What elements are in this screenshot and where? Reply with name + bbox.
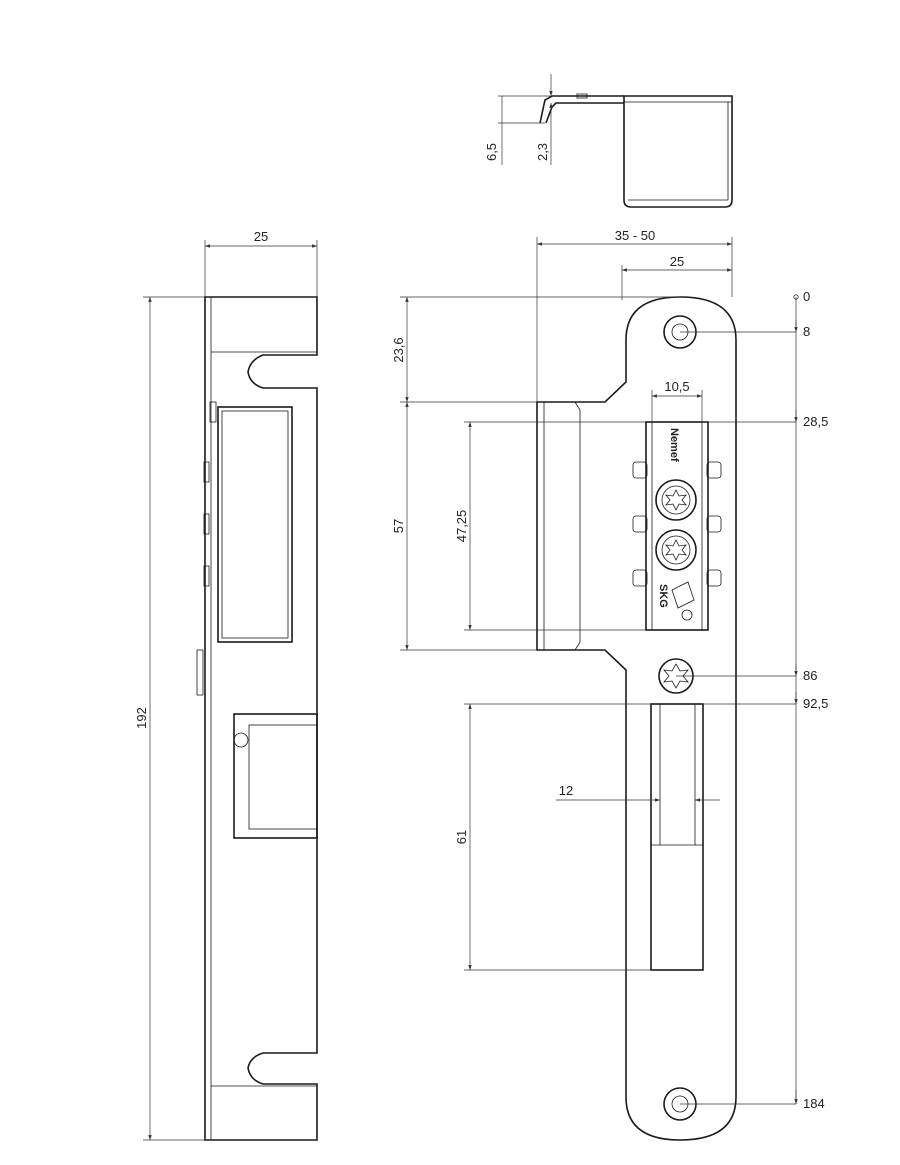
dim-label-ord-184: 184: [803, 1096, 825, 1111]
registered-icon: [681, 609, 693, 621]
front-view-clip-1l: [632, 461, 648, 479]
dim-label-ord-8: 8: [803, 324, 810, 339]
front-view-clip-1r: [706, 461, 722, 479]
skg-mark-icon: [671, 581, 695, 609]
side-view-tab-3: [203, 513, 210, 535]
dim-label-ord-92-5: 92,5: [803, 696, 828, 711]
front-view-adjust-screw-1: [655, 479, 697, 521]
star-icon: [665, 489, 687, 511]
front-view-adjust-screw-1-inner: [661, 485, 691, 515]
dim-label-ord-0: 0: [803, 289, 810, 304]
dim-label-6-5: 6,5: [484, 143, 499, 161]
dim-label-ord-28-5: 28,5: [803, 414, 828, 429]
front-view: Nemef SKG 35 - 50 25 10,5: [391, 228, 828, 1141]
top-view-box: [623, 95, 733, 208]
star-icon: [665, 539, 687, 561]
front-view-lip: [543, 401, 581, 651]
dim-label-35-50: 35 - 50: [615, 228, 655, 243]
side-view-module-inner: [221, 410, 289, 639]
side-view-pin: [233, 732, 249, 748]
dim-label-23-6: 23,6: [391, 337, 406, 362]
side-view-tab-4: [203, 565, 210, 587]
side-view-pocket: [233, 713, 318, 839]
star-icon: [663, 663, 689, 689]
top-view-tab: [576, 93, 588, 99]
front-view-clip-2r: [706, 515, 722, 533]
module-mark: SKG: [657, 584, 669, 608]
dim-label-61: 61: [454, 830, 469, 844]
front-view-clip-3r: [706, 569, 722, 587]
dim-label-side-25: 25: [254, 229, 268, 244]
dim-label-10-5: 10,5: [664, 379, 689, 394]
side-view-tab-2: [203, 461, 210, 483]
side-view-module: [217, 406, 293, 643]
side-view-tab-1: [209, 401, 217, 423]
top-view-plate: [539, 95, 624, 124]
module-logo: Nemef: [668, 428, 680, 462]
front-view-plate: [536, 296, 737, 1141]
dim-label-57: 57: [391, 519, 406, 533]
front-view-adjust-screw-2: [655, 529, 697, 571]
dim-label-47-25: 47,25: [454, 510, 469, 543]
dim-label-12: 12: [559, 783, 573, 798]
front-view-clip-3l: [632, 569, 648, 587]
side-view-tab-5: [196, 649, 204, 696]
top-view: 6,5 2,3: [484, 74, 733, 208]
front-view-module: [645, 421, 709, 631]
front-view-pocket: [650, 703, 704, 971]
dim-label-ord-86: 86: [803, 668, 817, 683]
front-view-clip-2l: [632, 515, 648, 533]
dim-label-2-3: 2,3: [535, 143, 550, 161]
dim-label-front-25: 25: [670, 254, 684, 269]
side-view-outline: [204, 296, 318, 1141]
dim-label-side-192: 192: [134, 707, 149, 729]
side-view-pocket-inner: [248, 724, 318, 830]
front-ordinate-origin: [793, 294, 799, 300]
front-view-adjust-screw-2-inner: [661, 535, 691, 565]
side-view: 25 192: [134, 229, 318, 1141]
